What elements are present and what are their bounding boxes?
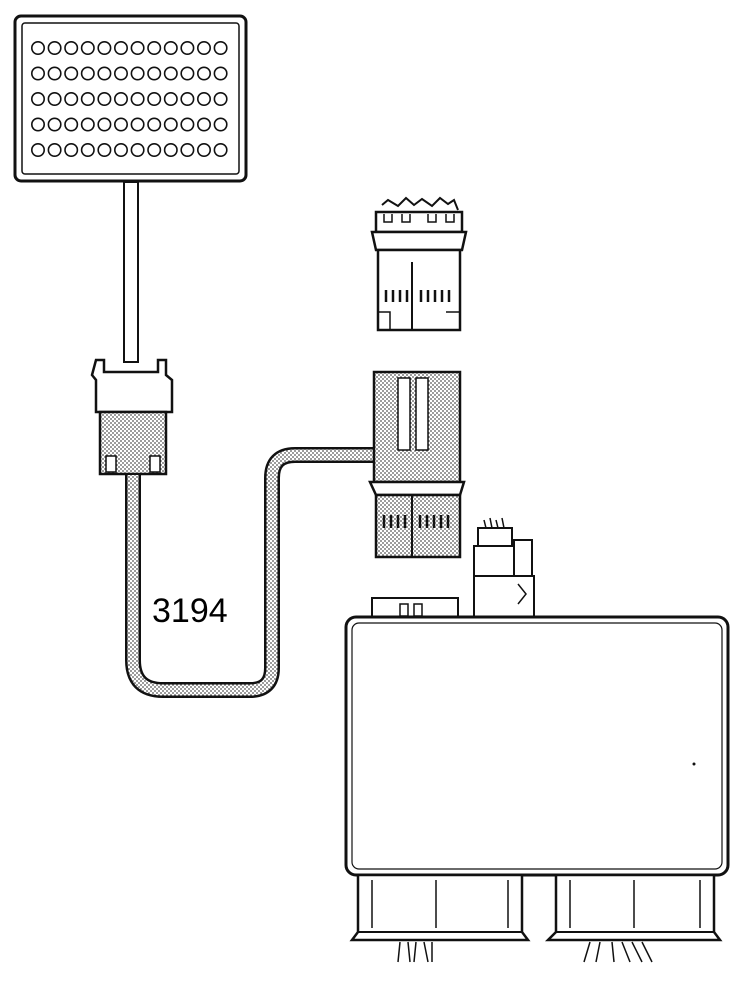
control-unit	[344, 615, 730, 877]
harness-pin-marks-lower	[382, 515, 450, 528]
harness-pin-marks-upper	[384, 290, 451, 302]
breakout-pin-socket	[97, 40, 112, 55]
breakout-pin-socket	[47, 143, 62, 158]
breakout-pin-socket	[47, 117, 62, 132]
breakout-pin-socket	[114, 143, 129, 158]
breakout-pin-socket	[80, 117, 95, 132]
control-unit-bottom-connector-right	[544, 873, 723, 963]
breakout-pin-socket	[30, 117, 45, 132]
control-unit-bottom-connector-left	[349, 873, 531, 963]
breakout-pin-socket	[147, 92, 162, 107]
breakout-pin-socket	[197, 66, 212, 81]
breakout-pin-socket	[197, 143, 212, 158]
breakout-pin-socket	[163, 143, 178, 158]
breakout-pin-socket	[213, 66, 228, 81]
test-cable	[125, 447, 420, 698]
test-adapter-plug	[368, 370, 466, 559]
breakout-pin-socket	[47, 40, 62, 55]
breakout-pin-socket	[180, 40, 195, 55]
breakout-cable-upper	[123, 181, 139, 363]
breakout-pin-socket	[197, 117, 212, 132]
breakout-pin-socket	[213, 143, 228, 158]
breakout-pin-socket	[130, 117, 145, 132]
breakout-pin-socket	[80, 40, 95, 55]
breakout-pin-socket	[147, 117, 162, 132]
breakout-pin-socket	[147, 40, 162, 55]
breakout-pin-socket	[130, 40, 145, 55]
adapter-connector	[90, 358, 174, 476]
breakout-pin-socket	[64, 117, 79, 132]
breakout-pin-socket	[114, 40, 129, 55]
breakout-pin-socket	[163, 40, 178, 55]
breakout-pin-socket	[64, 66, 79, 81]
breakout-pin-socket	[64, 92, 79, 107]
breakout-pin-socket	[47, 66, 62, 81]
vehicle-harness-connector	[370, 196, 468, 332]
breakout-pin-socket	[163, 66, 178, 81]
breakout-box	[13, 14, 248, 183]
breakout-pin-socket	[147, 66, 162, 81]
breakout-pin-socket	[30, 40, 45, 55]
breakout-pin-socket	[180, 117, 195, 132]
breakout-pin-socket	[80, 143, 95, 158]
breakout-pin-socket	[130, 66, 145, 81]
breakout-pin-grid	[30, 40, 228, 158]
breakout-pin-socket	[130, 143, 145, 158]
breakout-pin-socket	[97, 66, 112, 81]
tool-number-label: 3194	[152, 592, 228, 630]
breakout-pin-socket	[30, 92, 45, 107]
breakout-pin-socket	[197, 40, 212, 55]
breakout-pin-socket	[163, 92, 178, 107]
breakout-pin-socket	[180, 143, 195, 158]
breakout-pin-socket	[64, 40, 79, 55]
breakout-pin-socket	[114, 66, 129, 81]
breakout-pin-socket	[213, 117, 228, 132]
breakout-pin-socket	[97, 117, 112, 132]
breakout-pin-socket	[147, 143, 162, 158]
breakout-pin-socket	[163, 117, 178, 132]
breakout-pin-socket	[64, 143, 79, 158]
breakout-pin-socket	[97, 143, 112, 158]
breakout-pin-socket	[97, 92, 112, 107]
breakout-pin-socket	[114, 117, 129, 132]
breakout-pin-socket	[180, 92, 195, 107]
breakout-pin-socket	[197, 92, 212, 107]
breakout-pin-socket	[30, 143, 45, 158]
breakout-pin-socket	[213, 40, 228, 55]
breakout-pin-socket	[114, 92, 129, 107]
breakout-pin-socket	[47, 92, 62, 107]
breakout-pin-socket	[213, 92, 228, 107]
breakout-pin-socket	[130, 92, 145, 107]
breakout-pin-socket	[180, 66, 195, 81]
breakout-pin-socket	[30, 66, 45, 81]
breakout-pin-socket	[80, 92, 95, 107]
breakout-pin-socket	[80, 66, 95, 81]
